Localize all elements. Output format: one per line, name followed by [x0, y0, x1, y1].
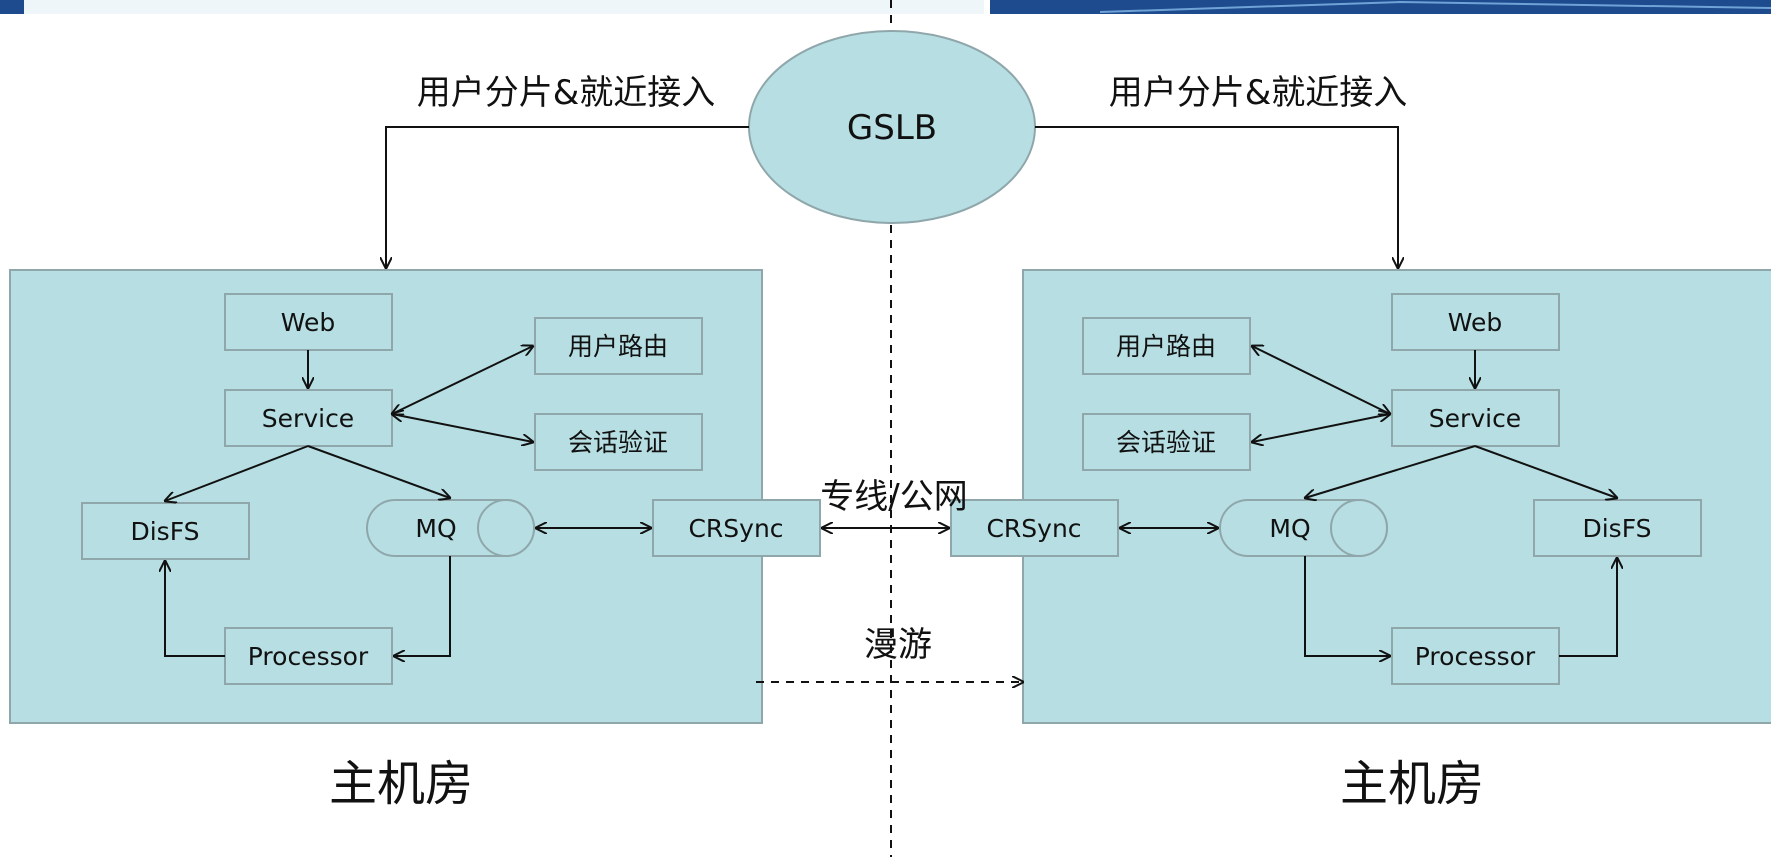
- access-label-right: 用户分片&就近接入: [1109, 73, 1408, 113]
- mq-queue-end: [1330, 499, 1388, 557]
- processor-label: Processor: [248, 642, 369, 671]
- processor-label: Processor: [1415, 642, 1536, 671]
- header-strip-right: [990, 0, 1771, 14]
- user-routing-box: [534, 317, 703, 375]
- processor-box: [1391, 627, 1560, 685]
- service-label: Service: [262, 404, 354, 433]
- service-session-arrow: [1252, 414, 1390, 442]
- user-routing-label: 用户路由: [1116, 332, 1216, 361]
- service-to-mq-arrow: [307, 445, 450, 498]
- user-routing-label: 用户路由: [568, 332, 668, 361]
- dc-left-title: 主机房: [329, 756, 473, 812]
- gslb-label: GSLB: [847, 108, 937, 148]
- web-label: Web: [281, 308, 336, 337]
- service-routing-arrow: [1252, 346, 1390, 414]
- mq-label: MQ: [1269, 514, 1310, 543]
- service-to-mq-arrow: [1305, 445, 1476, 498]
- crsync-label: CRSync: [986, 514, 1081, 543]
- processor-to-disfs-arrow: [165, 561, 225, 657]
- session-auth-label: 会话验证: [1116, 428, 1216, 457]
- disfs-box: [81, 502, 250, 560]
- crsync-label: CRSync: [688, 514, 783, 543]
- header-strip-center: [24, 0, 984, 14]
- roaming-label: 漫游: [864, 625, 932, 665]
- mq-queue-end: [477, 499, 535, 557]
- access-label-left: 用户分片&就近接入: [417, 73, 716, 113]
- service-routing-arrow: [392, 346, 533, 414]
- link-label: 专线/公网: [820, 477, 967, 517]
- mq-to-processor-arrow: [1304, 556, 1390, 656]
- service-box: [224, 389, 393, 447]
- user-routing-box: [1082, 317, 1251, 375]
- dc-right-title: 主机房: [1340, 756, 1484, 812]
- session-auth-box: [1082, 413, 1251, 471]
- crsync-box: [652, 499, 821, 557]
- dc-left: Web Service 用户路由 会话验证 DisFS MQ CRSync Pr…: [81, 293, 821, 685]
- service-to-disfs-arrow: [1474, 445, 1617, 498]
- crsync-box: [950, 499, 1119, 557]
- mq-label: MQ: [415, 514, 456, 543]
- header-strip-left: [0, 0, 24, 14]
- gslb-to-left-arrow: [386, 126, 749, 268]
- session-auth-label: 会话验证: [568, 428, 668, 457]
- disfs-label: DisFS: [130, 517, 199, 546]
- service-to-disfs-arrow: [165, 445, 309, 501]
- dc-right: Web Service 用户路由 会话验证 CRSync MQ DisFS Pr…: [950, 293, 1702, 685]
- gslb-to-right-arrow: [1035, 126, 1398, 268]
- mq-to-processor-arrow: [394, 556, 451, 656]
- processor-box: [224, 627, 393, 685]
- web-box: [224, 293, 393, 351]
- web-label: Web: [1448, 308, 1503, 337]
- processor-to-disfs-arrow: [1559, 558, 1617, 657]
- disfs-box: [1533, 499, 1702, 557]
- disfs-label: DisFS: [1582, 514, 1651, 543]
- header-strip-highlight: [1099, 0, 1771, 13]
- service-session-arrow: [392, 414, 533, 442]
- service-box: [1391, 389, 1560, 447]
- session-auth-box: [534, 413, 703, 471]
- web-box: [1391, 293, 1560, 351]
- service-label: Service: [1429, 404, 1521, 433]
